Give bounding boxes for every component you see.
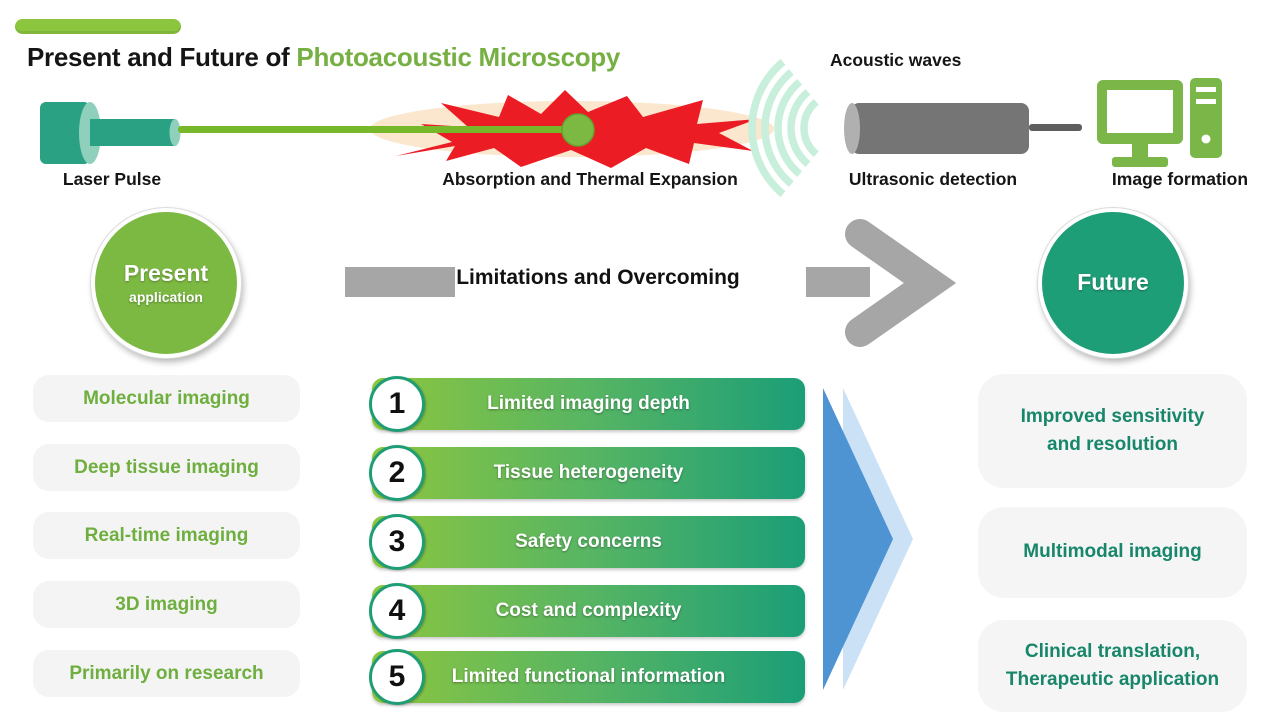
future-item-clinical: Clinical translation, Therapeutic applic…: [978, 620, 1247, 712]
limitation-number-3: 3: [369, 514, 425, 570]
laser-pulse-label: Laser Pulse: [62, 169, 162, 189]
present-item-deep-tissue: Deep tissue imaging: [33, 444, 300, 491]
future-item-sensitivity: Improved sensitivity and resolution: [978, 374, 1247, 488]
image-formation-label: Image formation: [1111, 169, 1249, 189]
laser-icon: [40, 102, 181, 164]
photoacoustic-schematic: [40, 38, 1222, 200]
limitation-bar-3: Safety concerns: [372, 516, 805, 568]
limitation-number-4: 4: [369, 583, 425, 639]
present-item-research: Primarily on research: [33, 650, 300, 697]
title-accent-bar: [15, 19, 181, 34]
transducer-icon: [844, 103, 1082, 154]
absorber-dot: [561, 113, 595, 147]
present-item-molecular: Molecular imaging: [33, 375, 300, 422]
present-item-realtime: Real-time imaging: [33, 512, 300, 559]
future-circle: Future: [1038, 208, 1188, 358]
present-circle-subtitle: application: [129, 289, 203, 306]
present-item-3d: 3D imaging: [33, 581, 300, 628]
limitation-number-5: 5: [369, 649, 425, 705]
title-highlight: Photoacoustic Microscopy: [296, 42, 621, 72]
future-circle-title: Future: [1077, 269, 1149, 296]
computer-icon: [1097, 78, 1222, 167]
laser-beam: [178, 126, 580, 133]
limitation-bar-4: Cost and complexity: [372, 585, 805, 637]
ultrasonic-detection-label: Ultrasonic detection: [848, 169, 1018, 189]
limitations-arrow-icon: [345, 219, 957, 347]
future-item-multimodal: Multimodal imaging: [978, 507, 1247, 598]
limitation-bar-5: Limited functional information: [372, 651, 805, 703]
absorption-label: Absorption and Thermal Expansion: [442, 169, 738, 189]
limitation-number-1: 1: [369, 376, 425, 432]
limitation-bar-2: Tissue heterogeneity: [372, 447, 805, 499]
limitations-heading: Limitations and Overcoming: [456, 266, 740, 289]
limitation-number-2: 2: [369, 445, 425, 501]
title-prefix: Present and Future of: [27, 42, 290, 72]
acoustic-waves-label: Acoustic waves: [830, 50, 962, 70]
blue-chevron-icon: [823, 388, 913, 690]
limitation-bar-1: Limited imaging depth: [372, 378, 805, 430]
acoustic-waves-icon: [748, 38, 838, 200]
present-circle-title: Present: [123, 259, 209, 286]
present-circle: Present application: [91, 208, 241, 358]
